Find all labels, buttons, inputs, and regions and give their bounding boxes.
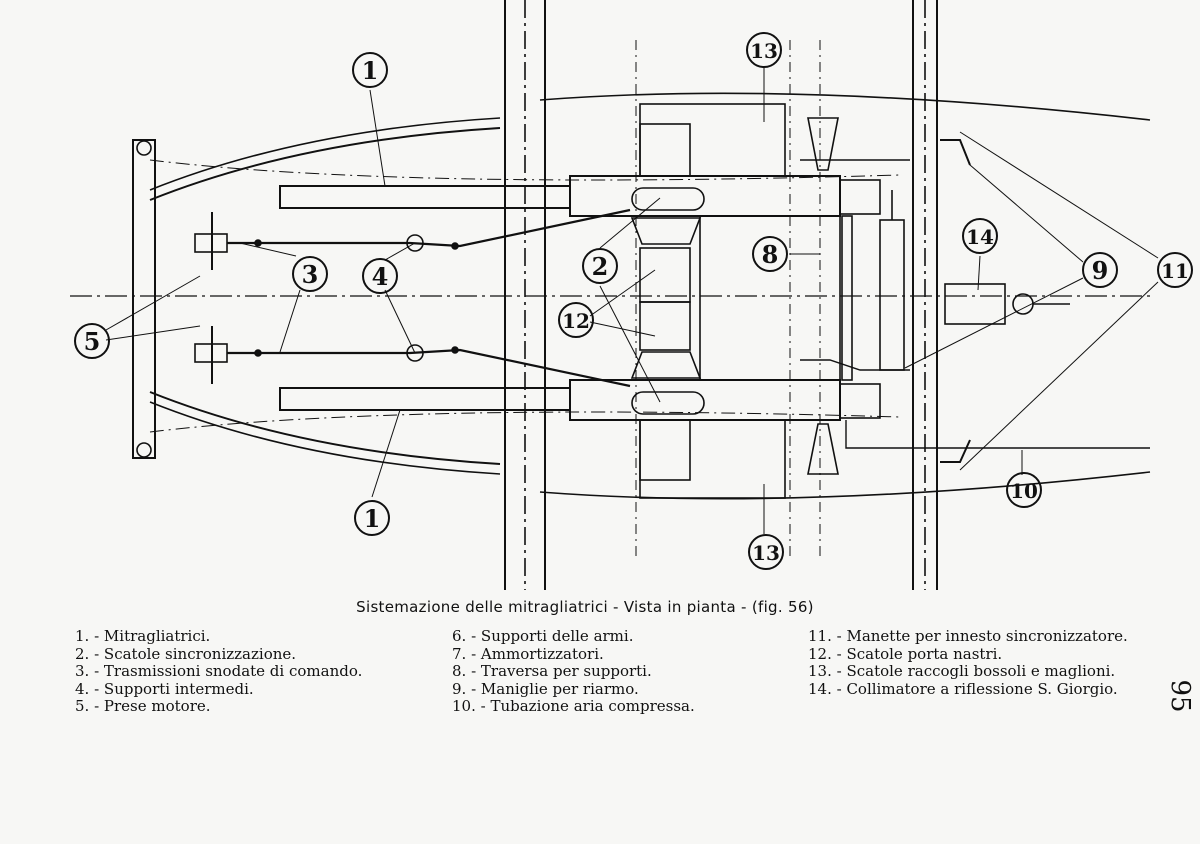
legend-item: 12. - Scatole porta nastri. [808,644,1003,663]
callout-13-top: 13 [746,32,782,68]
legend-item: 10. - Tubazione aria compressa. [452,697,695,715]
legend-column-3: 11. - Manette per innesto sincronizzator… [808,627,1128,698]
legend-item: 14. - Collimatore a riflessione S. Giorg… [808,679,1118,698]
svg-text:3: 3 [302,260,319,289]
svg-text:1: 1 [364,504,381,533]
callout-10: 10 [1006,472,1042,508]
callout-2-top: 2 [582,248,618,284]
technical-drawing: 1 1 2 2 3 4 5 8 9 10 11 12 13 13 14 [70,0,1193,590]
legend-item: 5. - Prese motore. [75,697,211,715]
page-number: 95 [1165,679,1195,713]
legend-column-2: 6. - Supporti delle armi. 7. - Ammortizz… [452,627,695,716]
svg-text:12: 12 [562,309,590,333]
figure-caption: Sistemazione delle mitragliatrici - Vist… [356,598,814,616]
callout-12: 12 [558,302,594,338]
legend-item: 9. - Maniglie per riarmo. [452,679,639,698]
legend-item: 6. - Supporti delle armi. [452,627,634,645]
svg-text:13: 13 [752,541,780,565]
callout-5: 5 [74,323,110,359]
svg-text:9: 9 [1092,256,1109,285]
svg-text:10: 10 [1010,479,1038,503]
legend-item: 7. - Ammortizzatori. [452,644,604,663]
legend-item: 13. - Scatole raccogli bossoli e maglion… [808,662,1116,680]
callout-3: 3 [292,256,328,292]
svg-text:4: 4 [372,262,389,291]
callout-9: 9 [1082,252,1118,288]
svg-text:13: 13 [750,39,778,63]
legend-item: 4. - Supporti intermedi. [75,679,254,698]
legend-item: 1. - Mitragliatrici. [75,627,211,645]
legend-item: 8. - Traversa per supporti. [452,662,652,680]
callout-1-bottom: 1 [354,500,390,536]
svg-text:8: 8 [762,240,779,269]
callout-13-bottom: 13 [748,534,784,570]
callout-1-top: 1 [352,52,388,88]
callout-11: 11 [1157,252,1193,288]
legend-item: 11. - Manette per innesto sincronizzator… [808,627,1128,645]
legend-item: 2. - Scatole sincronizzazione. [75,644,297,663]
legend-column-1: 1. - Mitragliatrici. 2. - Scatole sincro… [75,627,363,716]
svg-text:14: 14 [966,225,994,249]
svg-text:2: 2 [592,252,609,281]
svg-text:1: 1 [362,56,379,85]
svg-text:11: 11 [1161,259,1189,283]
svg-text:5: 5 [84,327,101,356]
callout-8: 8 [752,236,788,272]
legend-item: 3. - Trasmissioni snodate di comando. [75,662,363,680]
callout-4: 4 [362,258,398,294]
callouts: 1 1 2 2 3 4 5 8 9 10 11 12 13 13 14 [74,32,1193,570]
callout-14: 14 [962,218,998,254]
